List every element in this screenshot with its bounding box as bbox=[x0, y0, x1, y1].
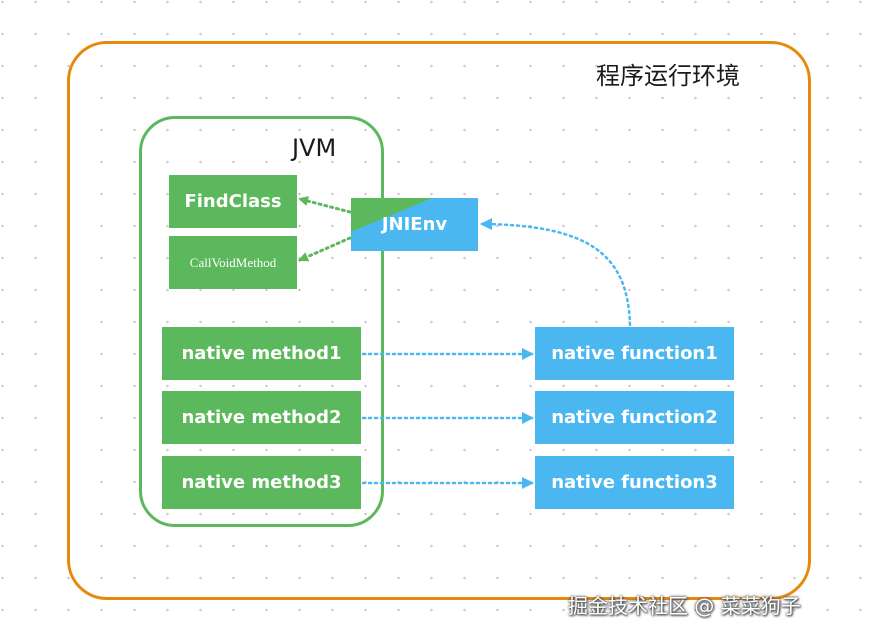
native-method3-box: native method3 bbox=[162, 456, 361, 509]
jvm-frame bbox=[139, 116, 384, 527]
native-method2-box: native method2 bbox=[162, 391, 361, 444]
findclass-box: FindClass bbox=[169, 175, 297, 228]
jnienv-box: JNIEnv bbox=[351, 198, 478, 251]
native-function3-box: native function3 bbox=[535, 456, 734, 509]
jvm-label: JVM bbox=[292, 134, 337, 162]
watermark: 掘金技术社区 @ 菜菜狗子 bbox=[568, 594, 801, 618]
runtime-environment-frame bbox=[67, 41, 811, 600]
runtime-environment-label: 程序运行环境 bbox=[596, 62, 740, 90]
callvoidmethod-box: CallVoidMethod bbox=[169, 236, 297, 289]
native-function1-box: native function1 bbox=[535, 327, 734, 380]
native-method1-box: native method1 bbox=[162, 327, 361, 380]
native-function2-box: native function2 bbox=[535, 391, 734, 444]
